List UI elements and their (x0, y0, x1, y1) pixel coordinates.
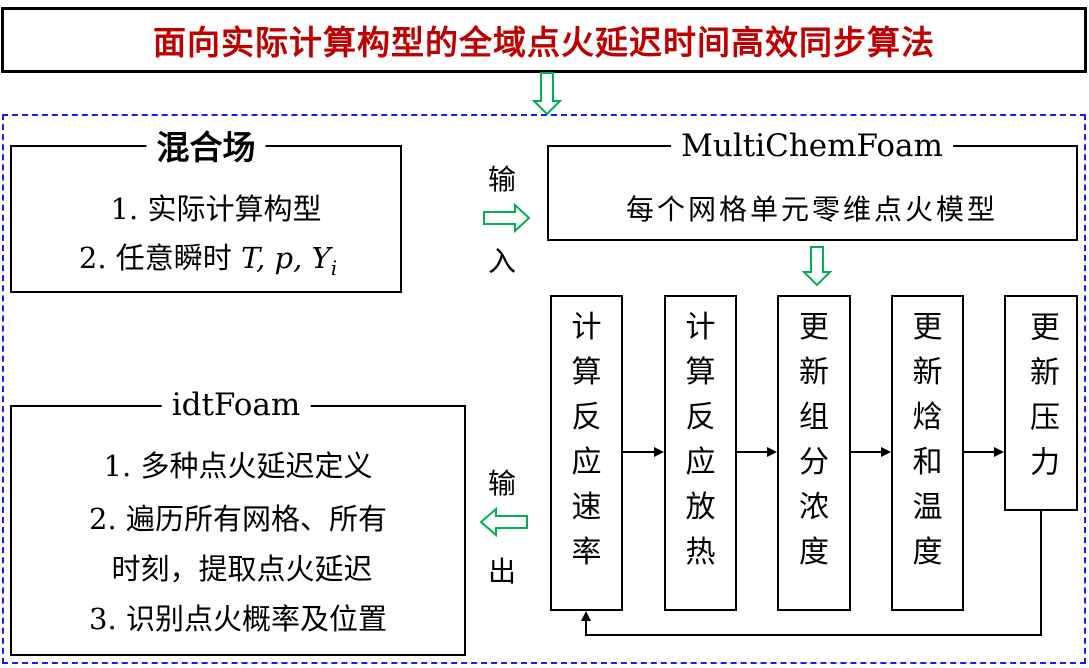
char: 度 (799, 535, 829, 570)
char: 更 (799, 310, 829, 345)
step-compute-rate: 计算反应速率 (550, 295, 623, 611)
item-text: 2. 任意瞬时 (78, 241, 242, 275)
idtfoam-heading: idtFoam (161, 390, 311, 421)
multichem-heading: MultiChemFoam (671, 131, 953, 162)
algorithm-region (2, 114, 1086, 664)
char: 度 (912, 535, 943, 570)
item-vars: T, p, Y (241, 241, 331, 275)
char: 焓 (912, 400, 943, 435)
input-label-1: 输 (488, 163, 517, 196)
step-compute-heat: 计算反应放热 (664, 295, 737, 611)
mixing-field-item: 2. 任意瞬时 T, p, Yi (79, 244, 337, 278)
char: 新 (799, 355, 829, 390)
char: 率 (571, 535, 602, 570)
char: 算 (685, 355, 716, 390)
char: 计 (685, 310, 716, 345)
char: 速 (571, 490, 602, 525)
char: 组 (799, 400, 829, 435)
output-label-1: 输 (488, 467, 517, 500)
idtfoam-line: 1. 多种点火延迟定义 (103, 449, 373, 483)
output-label-2: 出 (488, 555, 517, 588)
char: 放 (685, 490, 716, 525)
char: 反 (571, 400, 602, 435)
feedback-loop (585, 511, 1042, 636)
step-label: 更新压力 (1024, 311, 1059, 491)
idtfoam-line: 3. 识别点火概率及位置 (89, 602, 387, 636)
char: 应 (685, 445, 716, 480)
down-arrow-icon (531, 72, 563, 116)
title-box: 面向实际计算构型的全域点火延迟时间高效同步算法 (1, 7, 1087, 73)
idtfoam-box (10, 405, 466, 656)
down-arrow-icon (801, 246, 833, 287)
idtfoam-line: 2. 遍历所有网格、所有 (89, 502, 387, 536)
output-arrow-icon (479, 506, 528, 538)
char: 浓 (799, 490, 829, 525)
mixing-field-box (10, 145, 402, 293)
input-label-2: 入 (488, 245, 517, 278)
char: 和 (912, 445, 943, 480)
step-update-enthalpy: 更新焓和温度 (891, 295, 964, 611)
char: 计 (571, 310, 602, 345)
char: 更 (912, 310, 943, 345)
input-arrow-icon (483, 202, 531, 234)
char: 应 (571, 445, 602, 480)
char: 反 (685, 400, 716, 435)
step-update-species: 更新组分浓度 (777, 295, 851, 611)
multichem-body: 每个网格单元零维点火模型 (625, 193, 999, 226)
char: 热 (685, 535, 716, 570)
mixing-field-item: 1. 实际计算构型 (110, 192, 322, 226)
idtfoam-line: 时刻，提取点火延迟 (111, 552, 373, 586)
item-subscript: i (330, 255, 338, 280)
diagram-title: 面向实际计算构型的全域点火延迟时间高效同步算法 (153, 23, 935, 62)
char: 温 (912, 490, 943, 525)
char: 算 (571, 355, 602, 390)
mixing-field-heading: 混合场 (146, 131, 266, 164)
step-update-pressure: 更新压力 (1004, 295, 1078, 511)
char: 新 (912, 355, 943, 390)
char: 分 (799, 445, 829, 480)
